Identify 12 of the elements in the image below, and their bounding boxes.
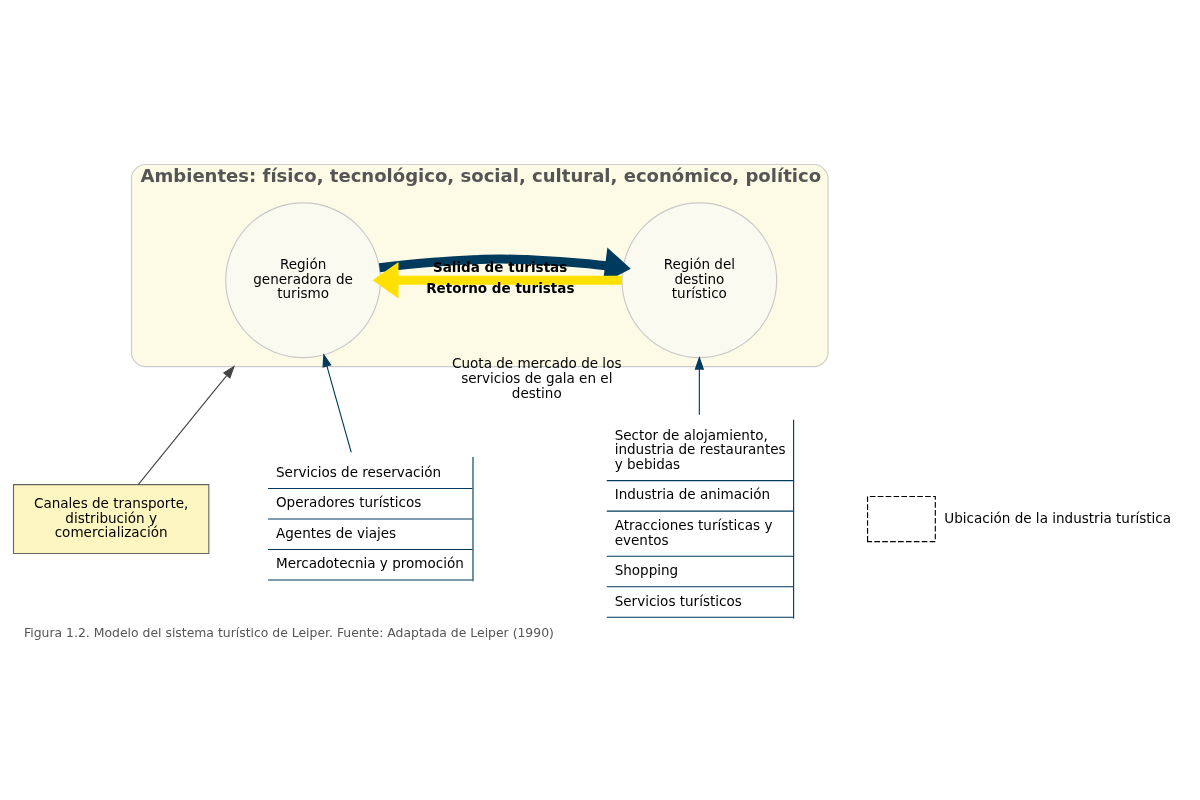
arrow [694,355,705,415]
node-box: Canales de transporte, distribución y comercialización [12,483,210,554]
node-circle: Región del destino turístico [621,201,778,358]
caption: Figura 1.2. Modelo del sistema turístico de Leiper. Fuente: Adaptada de Leiper (1990) [24,624,554,640]
arrow [137,364,235,485]
node-label: Cuota de mercado de los servicios de gala en el destino [452,354,622,401]
node-text: Sector de alojamiento, industria de restaurantes y bebidas Industria de animación Atracciones turísticas y eventos Shopping Servicios turísticos [614,426,786,609]
arrow [322,352,352,453]
node-text: Servicios de reservación Operadores turísticos Agentes de viajes Mercadotecnia y promoción [275,463,464,571]
edge-label: Retorno de turistas [426,279,575,296]
legend-label: Ubicación de la industria turística [944,509,1172,526]
node-circle: Región generadora de turismo [225,201,381,358]
